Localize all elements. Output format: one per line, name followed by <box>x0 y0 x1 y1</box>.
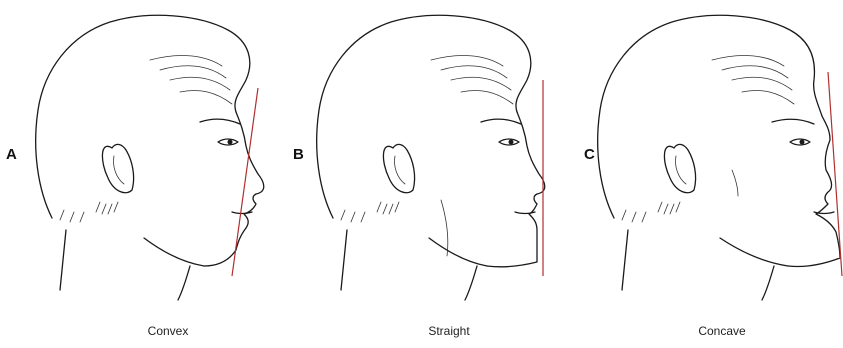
caption-straight: Straight <box>409 324 489 338</box>
panel-convex: A Convex <box>0 0 281 348</box>
panel-straight: B Straight <box>281 0 562 348</box>
panel-concave: C Concave <box>562 0 843 348</box>
head-profile-drawing-convex <box>0 0 281 300</box>
caption-concave: Concave <box>682 324 762 338</box>
head-profile-drawing-straight <box>281 0 562 300</box>
caption-convex: Convex <box>128 324 208 338</box>
head-profile-drawing-concave <box>562 0 843 300</box>
